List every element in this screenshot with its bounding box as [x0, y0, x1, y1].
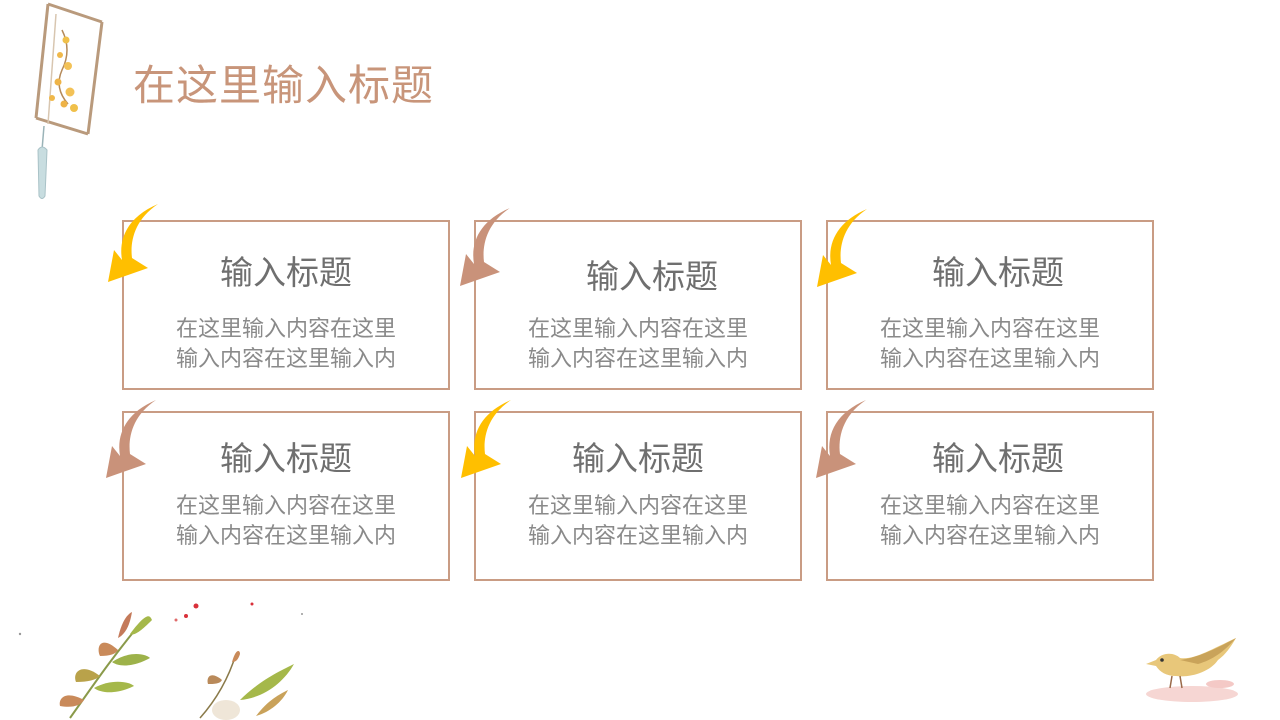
- card-body: 在这里输入内容在这里 输入内容在这里输入内: [828, 492, 1152, 552]
- content-card: 输入标题 在这里输入内容在这里 输入内容在这里输入内: [474, 220, 802, 390]
- page-title: 在这里输入标题: [133, 61, 435, 110]
- card-body: 在这里输入内容在这里 输入内容在这里输入内: [476, 492, 800, 552]
- lantern-illustration: [34, 2, 104, 199]
- content-card: 输入标题 在这里输入内容在这里 输入内容在这里输入内: [122, 220, 450, 390]
- card-body: 在这里输入内容在这里 输入内容在这里输入内: [476, 315, 800, 375]
- bird-illustration: [1146, 638, 1238, 702]
- card-title: 输入标题: [572, 439, 704, 478]
- curved-arrow-icon: [817, 209, 867, 287]
- curved-arrow-icon: [816, 400, 866, 478]
- curved-arrow-icon: [106, 400, 156, 478]
- card-body-line: 在这里输入内容在这里: [879, 494, 1100, 519]
- card-body-line: 在这里输入内容在这里: [527, 494, 748, 519]
- curved-arrow-icon: [108, 204, 158, 282]
- card-title: 输入标题: [932, 439, 1064, 478]
- leaves-illustration: [18, 602, 303, 720]
- card-body-line: 在这里输入内容在这里: [175, 317, 396, 342]
- card-body-line: 输入内容在这里输入内: [175, 524, 396, 549]
- card-title: 输入标题: [220, 253, 352, 292]
- card-title: 输入标题: [220, 439, 352, 478]
- content-card: 输入标题 在这里输入内容在这里 输入内容在这里输入内: [826, 411, 1154, 581]
- card-body-line: 在这里输入内容在这里: [527, 317, 748, 342]
- curved-arrow-icon: [460, 208, 510, 286]
- card-title: 输入标题: [932, 253, 1064, 292]
- card-body-line: 输入内容在这里输入内: [527, 347, 748, 372]
- content-card: 输入标题 在这里输入内容在这里 输入内容在这里输入内: [474, 411, 802, 581]
- card-body-line: 输入内容在这里输入内: [527, 524, 748, 549]
- content-card: 输入标题 在这里输入内容在这里 输入内容在这里输入内: [122, 411, 450, 581]
- card-title: 输入标题: [586, 257, 718, 296]
- card-body: 在这里输入内容在这里 输入内容在这里输入内: [124, 492, 448, 552]
- card-body-line: 输入内容在这里输入内: [879, 524, 1100, 549]
- curved-arrow-icon: [461, 400, 511, 478]
- card-body-line: 输入内容在这里输入内: [879, 347, 1100, 372]
- card-body-line: 在这里输入内容在这里: [175, 494, 396, 519]
- card-body-line: 输入内容在这里输入内: [175, 347, 396, 372]
- card-body-line: 在这里输入内容在这里: [879, 317, 1100, 342]
- content-card: 输入标题 在这里输入内容在这里 输入内容在这里输入内: [826, 220, 1154, 390]
- card-body: 在这里输入内容在这里 输入内容在这里输入内: [828, 315, 1152, 375]
- card-body: 在这里输入内容在这里 输入内容在这里输入内: [124, 315, 448, 375]
